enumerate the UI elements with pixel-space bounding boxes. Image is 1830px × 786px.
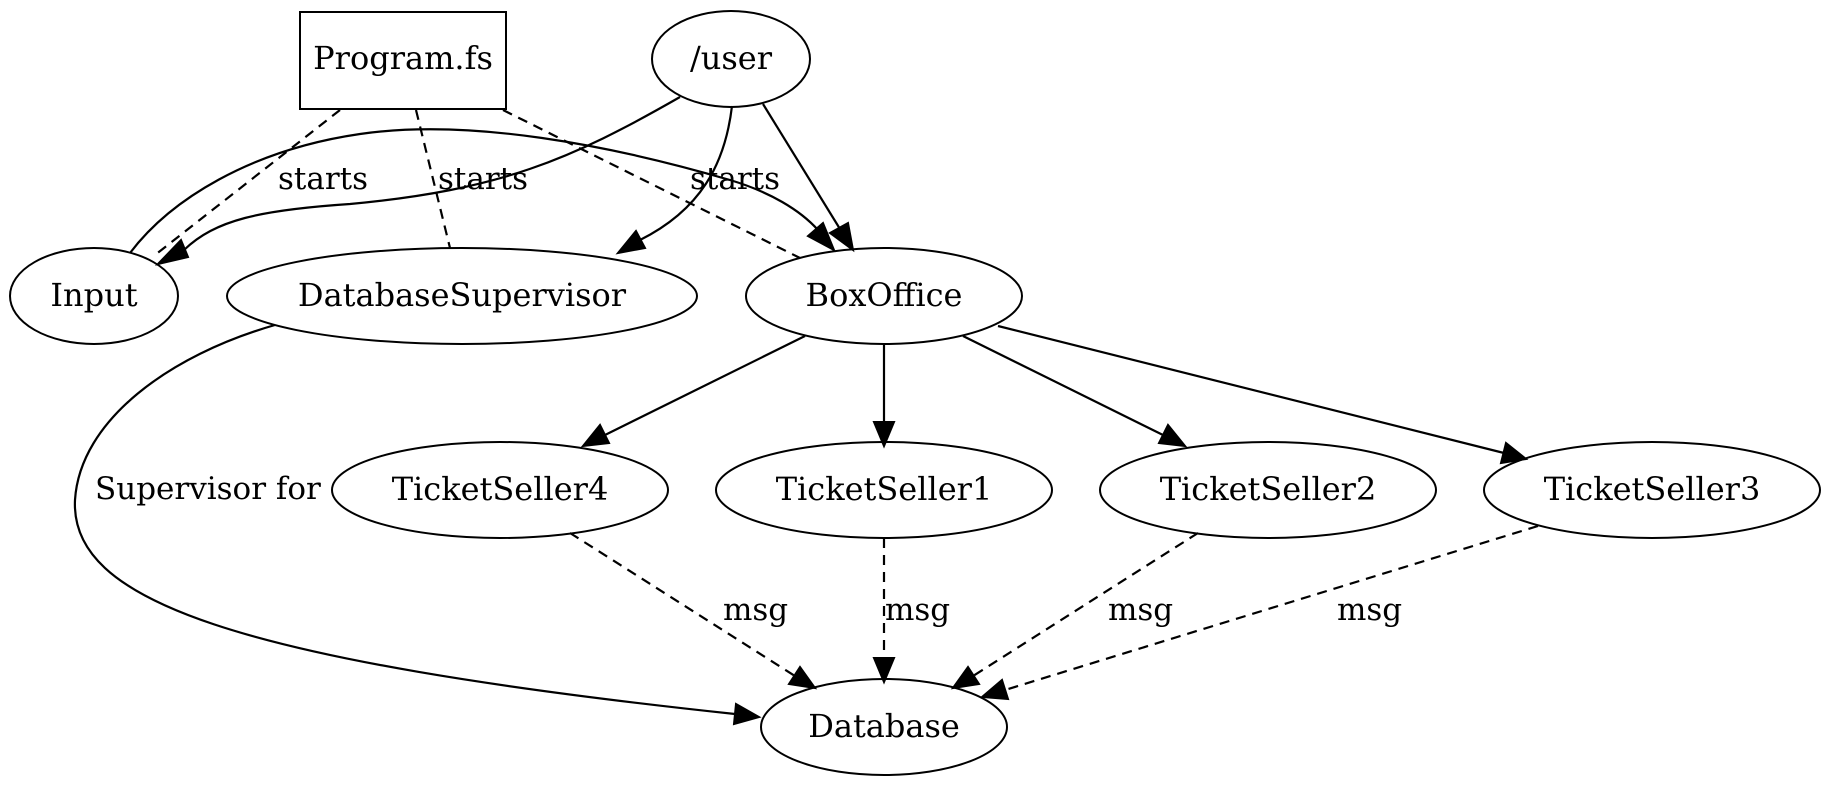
edge-program-to-boxoffice — [502, 109, 801, 259]
edge-database-supervisor-to-database — [73, 323, 736, 716]
edge-user-to-boxoffice — [762, 103, 841, 230]
edge-input-to-boxoffice-arrowhead — [806, 221, 836, 253]
edge-label-msg-ticketseller3: msg — [1337, 592, 1402, 628]
node-ticketseller4: TicketSeller4 — [331, 441, 669, 539]
edge-ticketseller1-to-database-arrowhead — [872, 657, 896, 685]
node-user: /user — [651, 10, 811, 108]
edge-ticketseller2-to-database-arrowhead — [950, 665, 981, 690]
node-ticketseller1-label: TicketSeller1 — [776, 470, 993, 508]
node-ticketseller1: TicketSeller1 — [715, 441, 1053, 539]
edge-boxoffice-to-ticketseller4 — [604, 335, 806, 436]
edge-program-to-input — [154, 109, 341, 256]
node-boxoffice: BoxOffice — [745, 247, 1023, 345]
edge-boxoffice-to-ticketseller3 — [997, 324, 1505, 455]
edge-label-msg-ticketseller2: msg — [1108, 592, 1173, 628]
edge-database-supervisor-to-database-arrowhead — [732, 702, 762, 726]
node-ticketseller3: TicketSeller3 — [1483, 441, 1821, 539]
node-database-supervisor: DatabaseSupervisor — [226, 247, 698, 345]
node-boxoffice-label: BoxOffice — [806, 276, 963, 314]
edge-label-starts-boxoffice: starts — [690, 161, 780, 197]
edge-label-starts-input: starts — [278, 161, 368, 197]
node-database-supervisor-label: DatabaseSupervisor — [298, 276, 627, 314]
edge-input-to-boxoffice — [129, 128, 819, 254]
edge-label-supervisor-for: Supervisor for — [95, 471, 321, 507]
edge-program-to-database-supervisor — [414, 109, 452, 249]
edge-ticketseller4-to-database — [569, 532, 796, 677]
edge-ticketseller3-to-database-arrowhead — [979, 678, 1010, 701]
edge-boxoffice-to-ticketseller2 — [962, 335, 1164, 436]
edge-ticketseller4-to-database-arrowhead — [787, 665, 818, 690]
node-database-label: Database — [808, 707, 960, 745]
node-program-fs: Program.fs — [299, 11, 507, 110]
edge-user-to-boxoffice-arrowhead — [828, 221, 855, 253]
edge-ticketseller2-to-database — [972, 532, 1199, 677]
node-ticketseller4-label: TicketSeller4 — [392, 470, 609, 508]
edge-user-to-database-supervisor — [639, 105, 734, 241]
node-program-fs-label: Program.fs — [313, 39, 493, 77]
node-user-label: /user — [690, 39, 773, 77]
edge-boxoffice-to-ticketseller2-arrowhead — [1157, 423, 1188, 448]
edge-label-starts-database-supervisor: starts — [438, 161, 528, 197]
node-database: Database — [760, 678, 1008, 776]
edge-boxoffice-to-ticketseller3-arrowhead — [1499, 441, 1529, 465]
edge-label-msg-ticketseller4: msg — [723, 592, 788, 628]
edge-user-to-input-arrowhead — [154, 238, 190, 266]
node-ticketseller3-label: TicketSeller3 — [1544, 470, 1761, 508]
edge-user-to-input — [183, 96, 681, 251]
node-ticketseller2-label: TicketSeller2 — [1160, 470, 1377, 508]
node-input-label: Input — [50, 276, 137, 314]
edge-label-msg-ticketseller1: msg — [885, 592, 950, 628]
edge-boxoffice-to-ticketseller1-arrowhead — [872, 421, 896, 449]
edge-ticketseller3-to-database — [1004, 524, 1539, 692]
edge-user-to-database-supervisor-arrowhead — [615, 229, 647, 255]
edge-boxoffice-to-ticketseller4-arrowhead — [580, 423, 611, 448]
node-input: Input — [9, 247, 179, 345]
node-ticketseller2: TicketSeller2 — [1099, 441, 1437, 539]
